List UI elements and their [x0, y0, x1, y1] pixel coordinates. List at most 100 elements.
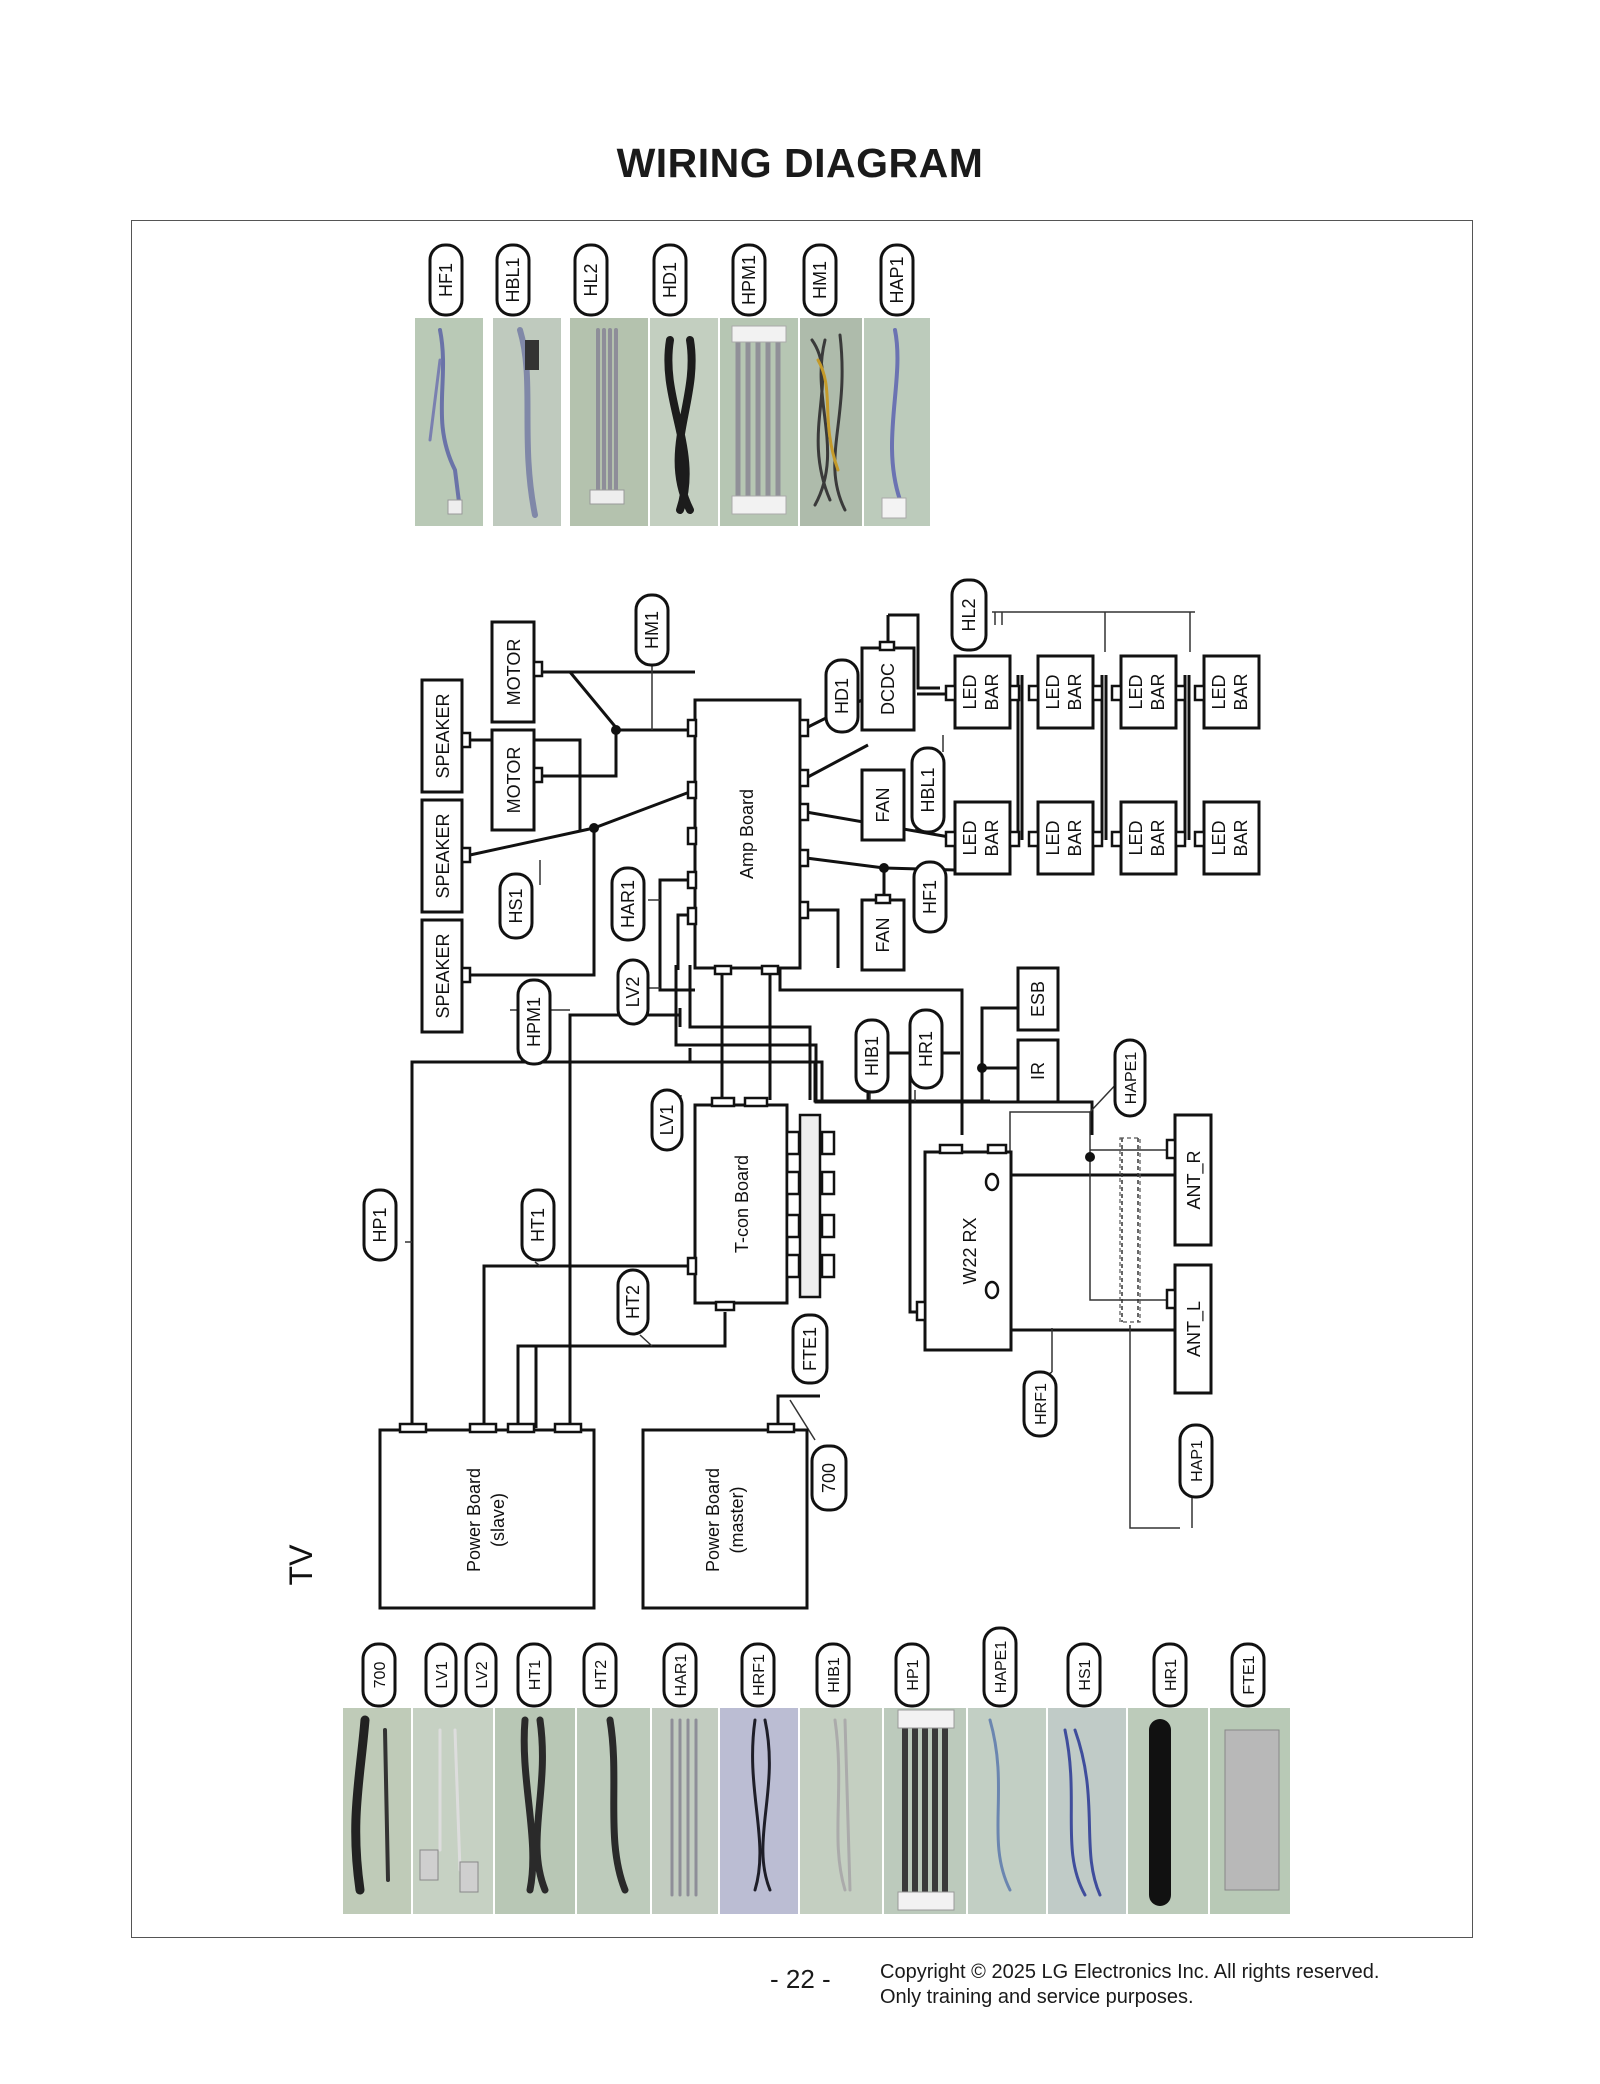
tag-hap1: HAP1	[1189, 1440, 1206, 1482]
tag-hl2	[573, 243, 609, 317]
power-master-line1: Power Board	[703, 1468, 723, 1572]
page-number: - 22 -	[770, 1964, 831, 1994]
amp-board	[693, 698, 802, 970]
power-slave-line1: Power Board	[464, 1468, 484, 1572]
usage-note: Only training and service purposes.	[880, 1986, 1194, 2008]
tag-hape1: HAPE1	[1123, 1052, 1140, 1105]
tag-hf1-label: HF1	[436, 263, 456, 297]
tag-hm1	[802, 243, 838, 317]
tcon-board	[693, 1103, 789, 1305]
tag-hd1-label: HD1	[660, 262, 680, 298]
led-bar-1-line1: LED	[960, 674, 980, 709]
tag-hpm1-label: HPM1	[739, 255, 759, 305]
bottom-tag-ht1: HT1	[527, 1660, 544, 1690]
speaker-2-connector	[460, 846, 472, 864]
esb-box	[1016, 966, 1060, 1032]
tag-700: 700	[819, 1463, 839, 1493]
led-bar-4-line1: LED	[1209, 674, 1229, 709]
tag-lv2: LV2	[623, 977, 643, 1008]
fan-2-label: FAN	[873, 917, 893, 952]
bottom-tag-hp1: HP1	[905, 1659, 922, 1690]
led-bar-7-line1: LED	[1126, 820, 1146, 855]
tag-hm1: HM1	[642, 611, 662, 649]
tag-hpm1	[731, 243, 767, 317]
led-bar-2-line1: LED	[1043, 674, 1063, 709]
motor-2-label: MOTOR	[504, 747, 524, 814]
tcon-board-label: T-con Board	[732, 1155, 752, 1253]
motor-1-label: MOTOR	[504, 639, 524, 706]
ant-l-label: ANT_L	[1184, 1301, 1205, 1357]
tag-hbl1-label: HBL1	[503, 257, 523, 302]
tag-har1: HAR1	[618, 880, 638, 928]
bottom-harness-strip: 700 LV1 LV2 HT1 HT2 HAR1 HRF1 HIB1 HP1 H…	[343, 1626, 1290, 1914]
motor-box-1	[490, 620, 536, 724]
ir-label: IR	[1028, 1062, 1048, 1080]
dcdc-label: DCDC	[878, 663, 898, 715]
tag-hl2-label: HL2	[581, 263, 601, 296]
tag-lv1: LV1	[657, 1105, 677, 1136]
tag-hf1	[428, 243, 464, 317]
wires	[405, 611, 1195, 1529]
led-bar-2	[1036, 654, 1095, 730]
speaker-1-label: SPEAKER	[433, 693, 453, 778]
led-bar-5	[953, 800, 1012, 876]
led-bar-5-line2: BAR	[982, 819, 1002, 856]
tag-hib1: HIB1	[862, 1036, 882, 1076]
page-title: WIRING DIAGRAM	[616, 140, 984, 186]
bottom-photo-hib1	[800, 1708, 882, 1914]
led-bar-8-line1: LED	[1209, 820, 1229, 855]
bottom-tag-hrf1: HRF1	[751, 1654, 768, 1696]
led-bar-6-line2: BAR	[1065, 819, 1085, 856]
speaker-2-label: SPEAKER	[433, 813, 453, 898]
power-board-slave	[378, 1428, 596, 1610]
led-bar-3	[1119, 654, 1178, 730]
w22-rx-label: W22 RX	[960, 1217, 980, 1284]
bottom-tag-lv1: LV1	[434, 1661, 451, 1688]
led-bar-3-line1: LED	[1126, 674, 1146, 709]
copyright-line: Copyright © 2025 LG Electronics Inc. All…	[880, 1961, 1380, 1983]
tag-hrf1: HRF1	[1033, 1383, 1050, 1425]
speaker-box-3	[420, 918, 464, 1034]
speaker-3-connector	[460, 966, 472, 984]
ant-l-box	[1173, 1263, 1213, 1395]
tcon-panel-strip	[798, 1113, 822, 1299]
tag-ht1: HT1	[528, 1208, 548, 1242]
ir-box	[1016, 1038, 1060, 1104]
tag-hap1	[879, 243, 915, 317]
bottom-photo-har1	[652, 1708, 718, 1914]
bottom-tag-700: 700	[372, 1662, 389, 1689]
bottom-tag-lv2: LV2	[474, 1661, 491, 1688]
led-bar-6-line1: LED	[1043, 820, 1063, 855]
tag-hp1: HP1	[370, 1207, 390, 1242]
diagram-frame	[131, 220, 1473, 1938]
harness-photo-hf1	[415, 318, 483, 526]
led-bar-7	[1119, 800, 1178, 876]
motor-1-connector	[532, 660, 544, 678]
top-tags: HF1 HBL1 HL2 HD1 HPM1 HM1 HAP1	[428, 243, 915, 317]
harness-photo-hm1	[800, 318, 862, 526]
bottom-tag-fte1: FTE1	[1241, 1655, 1258, 1694]
tag-ht2: HT2	[623, 1285, 643, 1319]
bottom-photo-lv	[413, 1708, 493, 1914]
bottom-tag-hib1: HIB1	[826, 1657, 843, 1693]
tag-hbl1	[495, 243, 531, 317]
speaker-box-2	[420, 798, 464, 914]
tag-fte1: FTE1	[800, 1327, 820, 1371]
tag-hf1: HF1	[920, 880, 940, 914]
speaker-1-connector	[460, 731, 472, 749]
bottom-tag-hr1: HR1	[1163, 1659, 1180, 1691]
tag-hl2: HL2	[959, 598, 979, 631]
led-bar-7-line2: BAR	[1148, 819, 1168, 856]
bottom-photo-ht1	[495, 1708, 575, 1914]
led-bar-4-line2: BAR	[1231, 673, 1251, 710]
bottom-photo-hrf1	[720, 1708, 798, 1914]
tag-hm1-label: HM1	[810, 261, 830, 299]
led-bar-3-line2: BAR	[1148, 673, 1168, 710]
fan-1-label: FAN	[873, 787, 893, 822]
tag-hap1-label: HAP1	[887, 256, 907, 303]
bottom-tags: 700 LV1 LV2 HT1 HT2 HAR1 HRF1 HIB1 HP1 H…	[361, 1626, 1266, 1708]
bottom-photo-hs1	[1048, 1708, 1126, 1914]
tag-hs1: HS1	[506, 888, 526, 923]
led-bar-1-line2: BAR	[982, 673, 1002, 710]
